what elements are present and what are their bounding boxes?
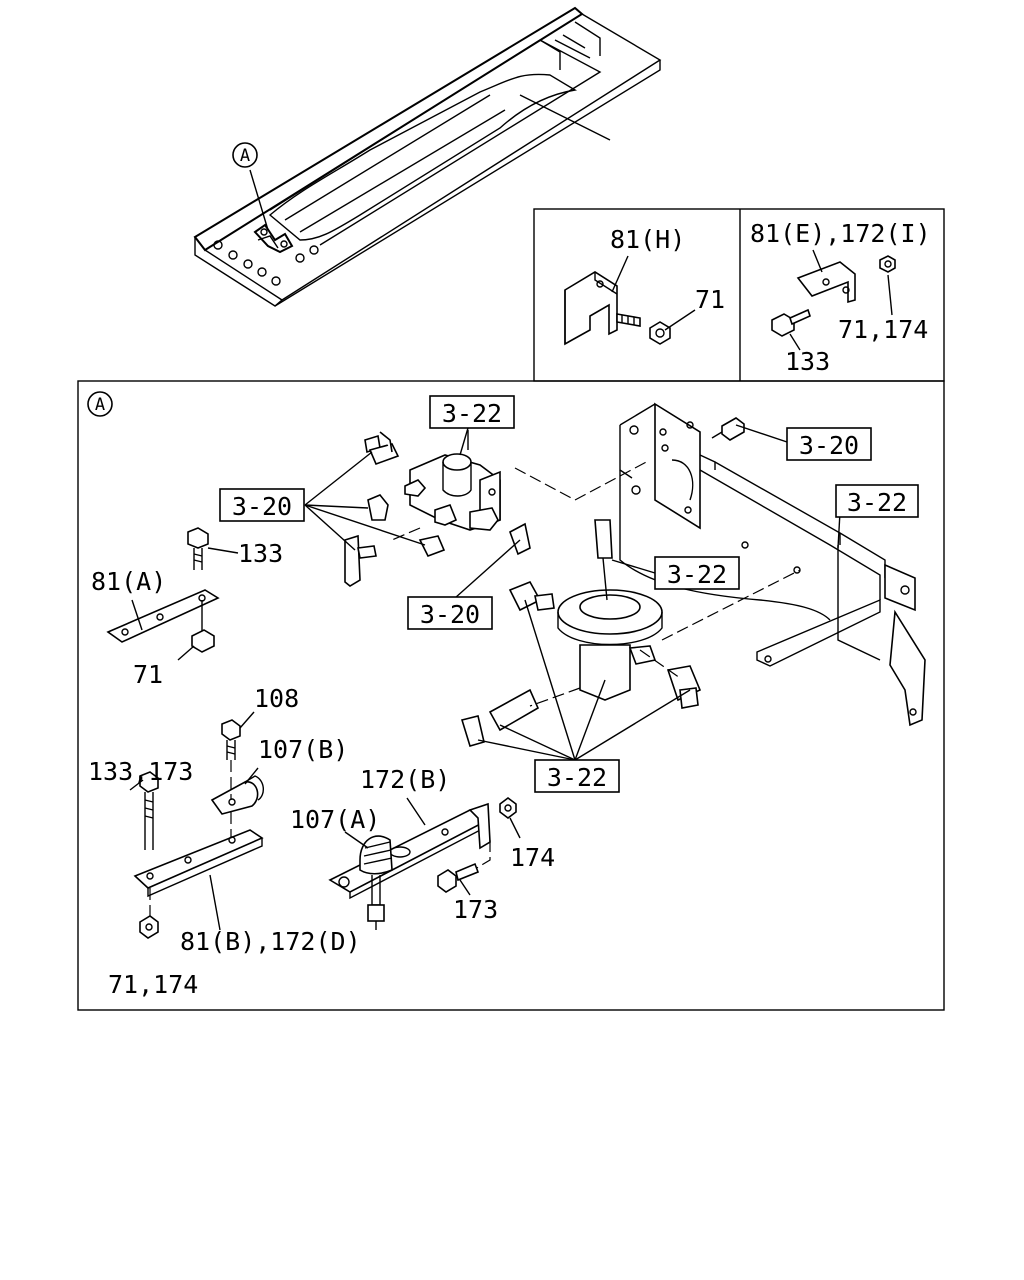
label-174: 174 xyxy=(510,843,555,872)
label-173: 173 xyxy=(453,895,498,924)
label-81b-172d: 81(B),172(D) xyxy=(180,927,361,956)
upper-leader-lines xyxy=(304,427,651,599)
label-133-173: 133,173 xyxy=(88,757,193,786)
svg-text:3-20: 3-20 xyxy=(799,431,859,460)
label-133-inset: 133 xyxy=(785,347,830,376)
view-marker-label: A xyxy=(240,146,250,166)
svg-text:3-22: 3-22 xyxy=(547,763,607,792)
label-108: 108 xyxy=(254,684,299,713)
lower-leader-lines xyxy=(477,511,841,761)
inset-bracket-81e: 81(E),172(I) 71,174 133 xyxy=(750,219,931,376)
svg-text:3-20: 3-20 xyxy=(232,492,292,521)
svg-text:3-22: 3-22 xyxy=(667,560,727,589)
chassis-frame-drawing: A xyxy=(193,6,662,307)
label-133: 133 xyxy=(238,539,283,568)
label-71-174-inset: 71,174 xyxy=(838,315,928,344)
label-81h: 81(H) xyxy=(610,225,685,254)
detail-a-frame xyxy=(77,380,945,1011)
svg-text:3-20: 3-20 xyxy=(420,600,480,629)
ref-box-3-20-right[interactable]: 3-20 xyxy=(786,427,872,461)
label-107a: 107(A) xyxy=(290,805,380,834)
ref-box-3-20-left[interactable]: 3-20 xyxy=(219,488,305,522)
svg-text:A: A xyxy=(95,395,105,415)
bracket-172b-drawing xyxy=(328,797,521,930)
ref-box-3-20-low[interactable]: 3-20 xyxy=(407,596,493,630)
bracket-81a-drawing xyxy=(106,527,239,661)
inset-bracket-81h: 81(H) 71 xyxy=(564,225,725,346)
ref-box-3-22-far-right[interactable]: 3-22 xyxy=(835,484,919,518)
svg-text:3-22: 3-22 xyxy=(442,399,502,428)
detail-a-marker: A xyxy=(87,391,113,417)
relay-valve-upper-drawing xyxy=(344,430,531,587)
label-81a: 81(A) xyxy=(91,567,166,596)
label-71: 71 xyxy=(133,660,163,689)
ref-box-3-22-top[interactable]: 3-22 xyxy=(429,395,515,429)
label-71-inset: 71 xyxy=(695,285,725,314)
ref-box-3-22-mid[interactable]: 3-22 xyxy=(654,556,740,590)
label-71-174: 71,174 xyxy=(108,970,198,999)
mounting-bracket-drawing xyxy=(619,402,926,727)
ref-box-3-22-bottom[interactable]: 3-22 xyxy=(534,759,620,793)
label-107b: 107(B) xyxy=(258,735,348,764)
bracket-81b-drawing xyxy=(129,711,264,939)
label-81e-172i: 81(E),172(I) xyxy=(750,219,931,248)
relay-valve-lower-drawing xyxy=(460,519,801,747)
svg-text:3-22: 3-22 xyxy=(847,488,907,517)
label-172b: 172(B) xyxy=(360,765,450,794)
